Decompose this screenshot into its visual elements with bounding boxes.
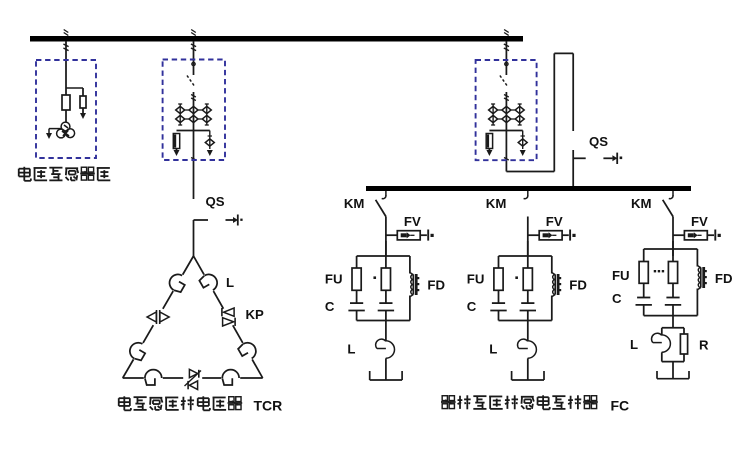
svg-text:TCR: TCR xyxy=(254,398,283,414)
svg-text:C: C xyxy=(467,299,477,314)
svg-text:L: L xyxy=(489,342,497,357)
svg-text:FV: FV xyxy=(404,214,421,229)
svg-text:L: L xyxy=(630,337,638,352)
svg-text:R: R xyxy=(699,338,709,353)
svg-text:L: L xyxy=(226,275,234,290)
svg-text:KP: KP xyxy=(246,307,265,322)
svg-text:FV: FV xyxy=(546,214,563,229)
svg-text:KM: KM xyxy=(631,196,652,211)
svg-text:KM: KM xyxy=(486,196,507,211)
svg-text:FU: FU xyxy=(325,272,343,287)
svg-text:FU: FU xyxy=(467,272,485,287)
svg-text:FD: FD xyxy=(715,271,733,286)
svg-text:FD: FD xyxy=(569,278,587,293)
svg-text:C: C xyxy=(325,299,335,314)
svg-text:KM: KM xyxy=(344,196,365,211)
svg-text:FD: FD xyxy=(427,278,445,293)
svg-text:L: L xyxy=(347,342,355,357)
svg-text:FC: FC xyxy=(611,398,630,414)
svg-text:C: C xyxy=(612,291,622,306)
svg-text:QS: QS xyxy=(206,194,225,209)
svg-text:FU: FU xyxy=(612,268,630,283)
svg-text:QS: QS xyxy=(589,134,608,149)
svg-text:FV: FV xyxy=(691,214,708,229)
